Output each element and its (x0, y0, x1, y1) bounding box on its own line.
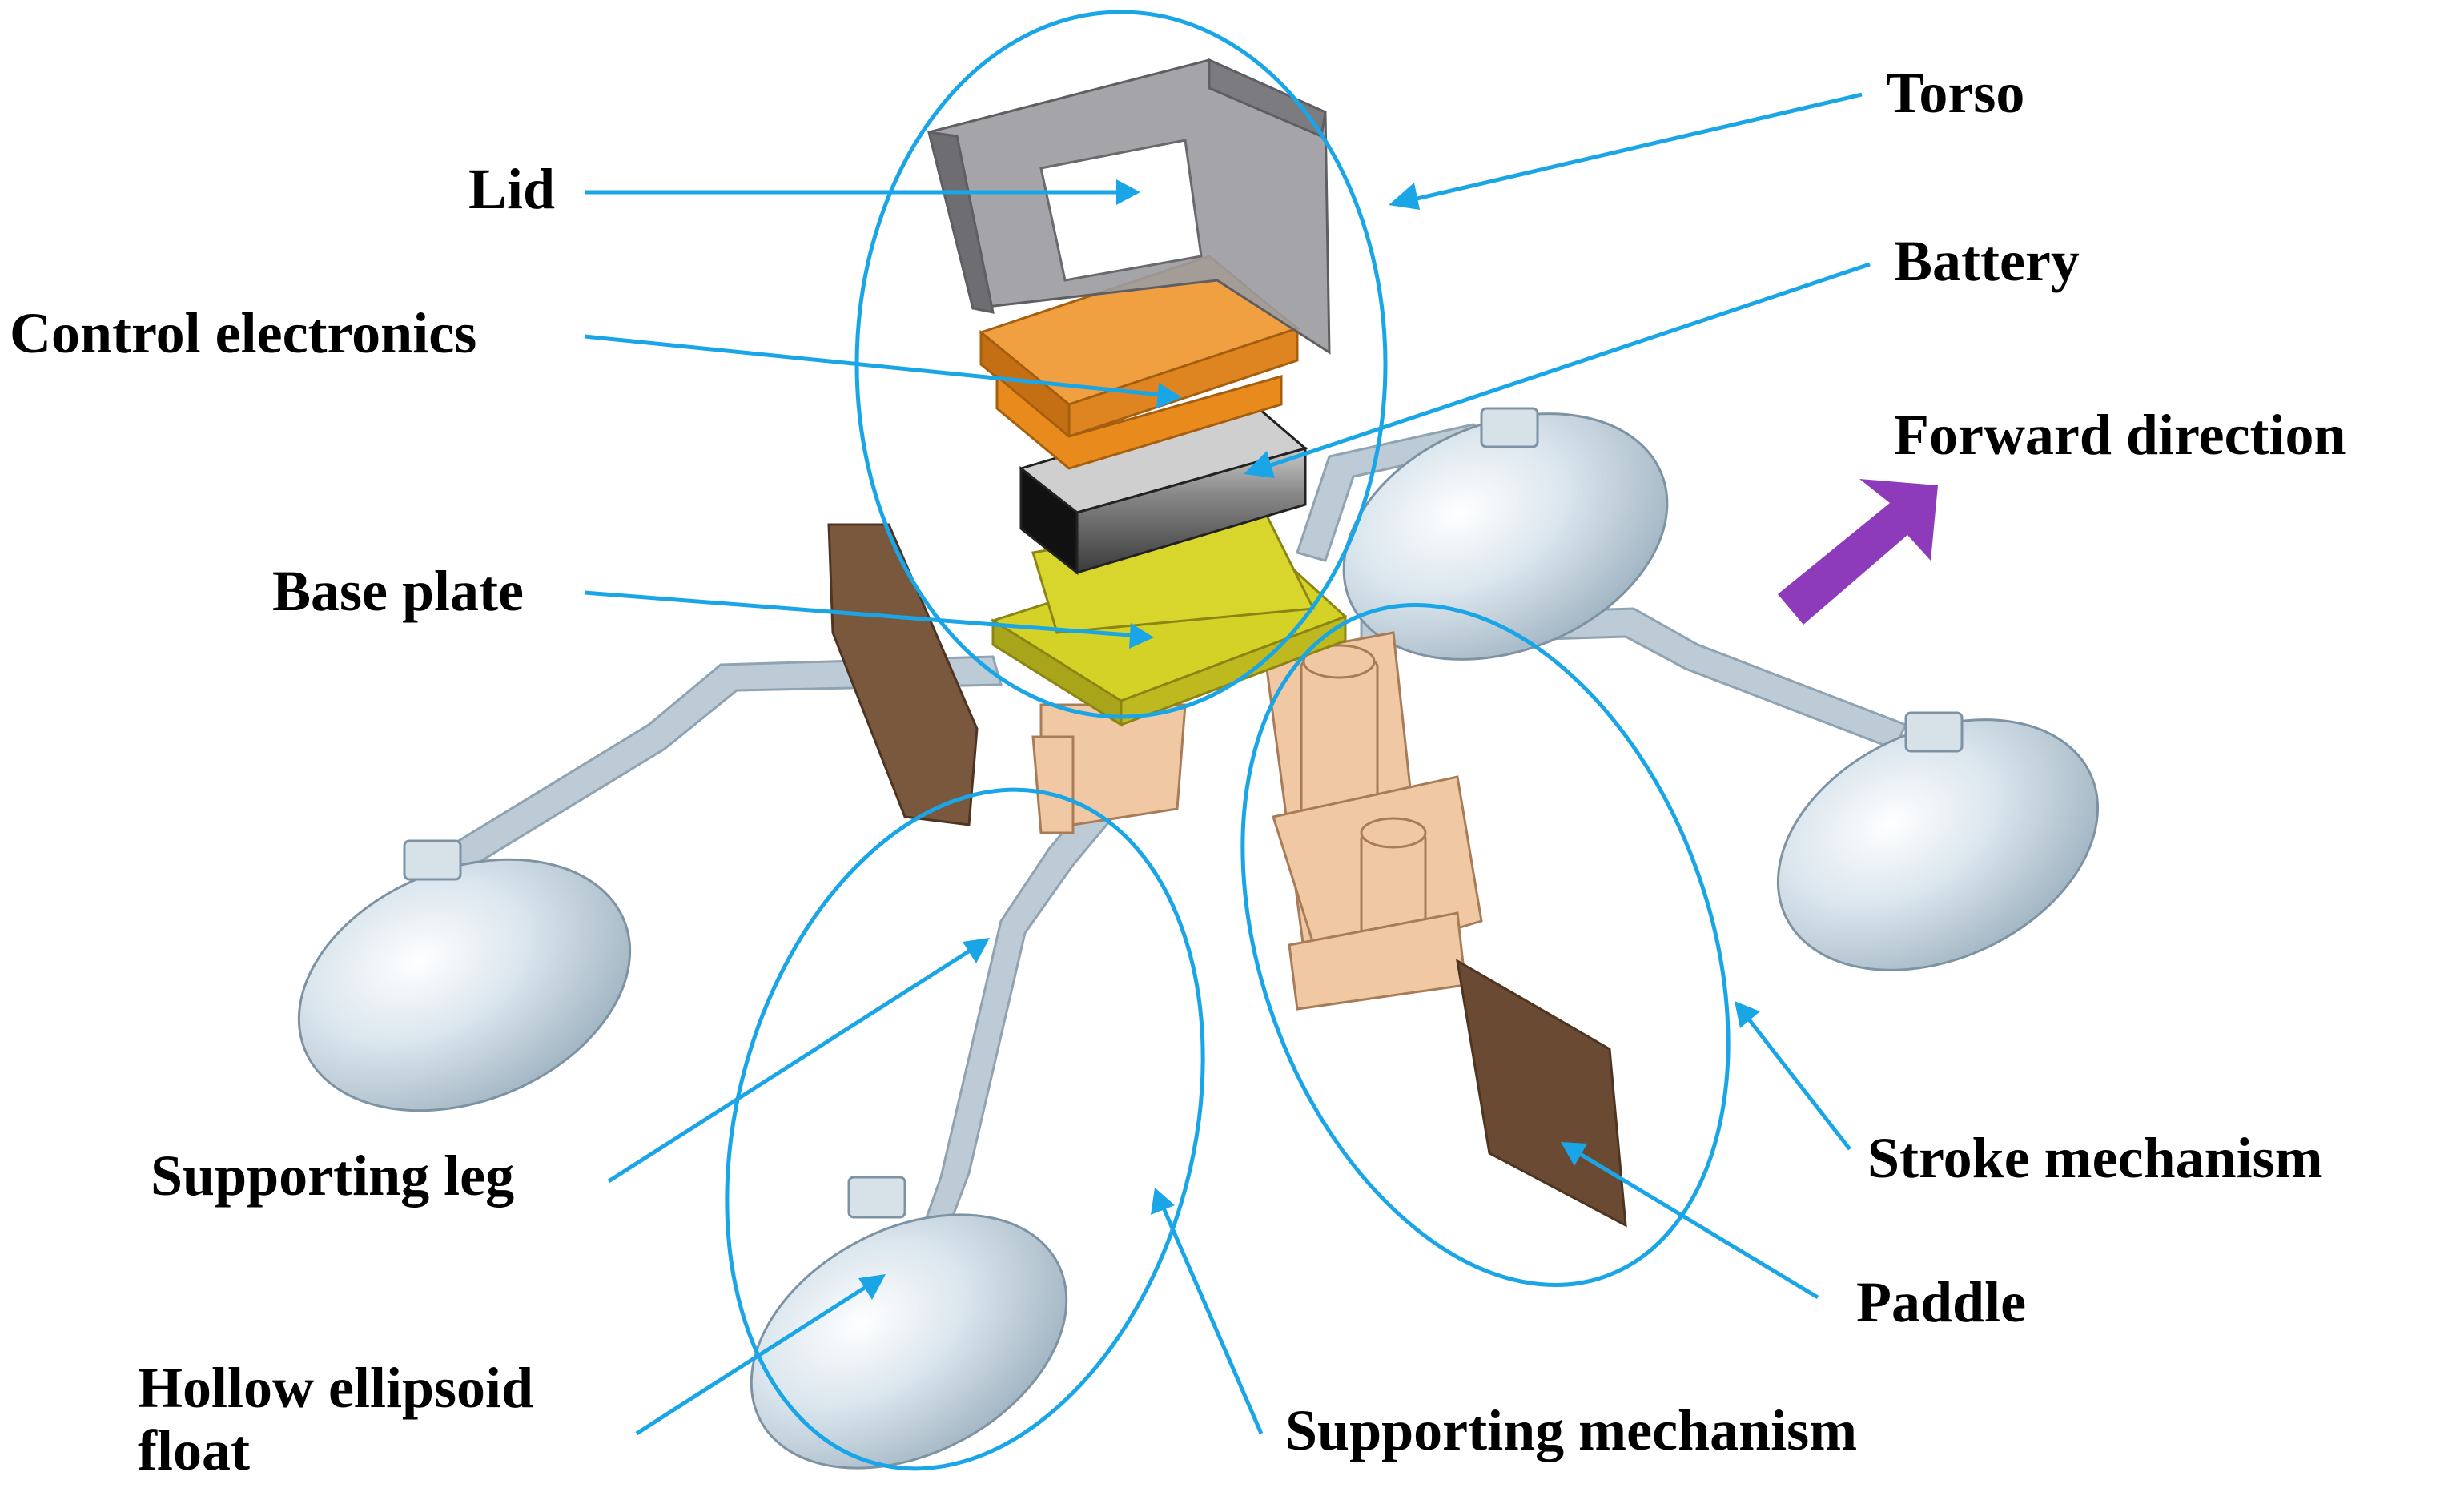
label-hollow-ellipsoid-float-line1: Hollow ellipsoid (138, 1356, 534, 1420)
label-supporting-mechanism: Supporting mechanism (1285, 1398, 1858, 1462)
stroke-mechanism-enclosure (1240, 603, 1731, 1287)
label-torso: Torso (1886, 61, 2025, 125)
pointers (584, 92, 1871, 1436)
frame (1031, 703, 1187, 834)
label-hollow-ellipsoid-float-line2: float (138, 1418, 250, 1482)
arrowhead-torso (1389, 183, 1420, 210)
pointer-paddle (1564, 1143, 1819, 1300)
label-lid: Lid (468, 157, 556, 221)
pointer-control-electronics (584, 334, 1178, 399)
label-battery: Battery (1894, 229, 2080, 293)
arrowhead-lid (1116, 179, 1140, 205)
label-supporting-leg: Supporting leg (151, 1144, 515, 1208)
arrowhead-base-plate (1129, 623, 1154, 649)
label-paddle: Paddle (1856, 1270, 2027, 1334)
label-base-plate: Base plate (272, 559, 524, 623)
label-control-electronics: Control electronics (10, 301, 477, 365)
control-electronics-part (978, 255, 1300, 470)
pointer-supporting-leg (607, 939, 987, 1184)
paddle-front (1455, 959, 1627, 1228)
float-right (1776, 718, 2100, 971)
pointer-stroke-mechanism (1736, 1003, 1851, 1151)
float-back (1342, 412, 1669, 661)
float-left (297, 858, 632, 1112)
arrowhead-control-electronics (1156, 383, 1182, 408)
float-mounts (403, 407, 1964, 1219)
forward-arrow-icon (1778, 479, 1938, 625)
battery-part (1018, 399, 1308, 576)
paddle-rear (827, 523, 979, 826)
arrowhead-supporting-mechanism (1151, 1188, 1175, 1215)
float-front (750, 1213, 1068, 1470)
arrowhead-supporting-leg (963, 938, 990, 963)
label-forward-direction: Forward direction (1894, 403, 2346, 467)
lid-part (927, 58, 1331, 355)
stroke-mechanism-body (1264, 631, 1483, 1011)
pointer-battery (1248, 262, 1871, 475)
ellipsoid-floats (297, 412, 2100, 1470)
supporting-mechanism-enclosure (725, 787, 1205, 1471)
arrowhead-battery (1244, 451, 1275, 478)
pointer-arrowheads (858, 179, 1760, 1300)
pointer-supporting-mechanism (1155, 1192, 1264, 1434)
arrowhead-hollow-ellipsoid-float (858, 1274, 886, 1300)
arrowhead-paddle (1561, 1142, 1587, 1166)
label-hollow-ellipsoid-float: Hollow ellipsoid float (138, 1357, 533, 1482)
arrowhead-stroke-mechanism (1735, 1001, 1760, 1028)
label-stroke-mechanism: Stroke mechanism (1867, 1126, 2323, 1190)
pointer-base-plate (584, 590, 1150, 639)
pointer-hollow-ellipsoid-float (635, 1275, 882, 1436)
pointer-torso (1393, 92, 1863, 207)
